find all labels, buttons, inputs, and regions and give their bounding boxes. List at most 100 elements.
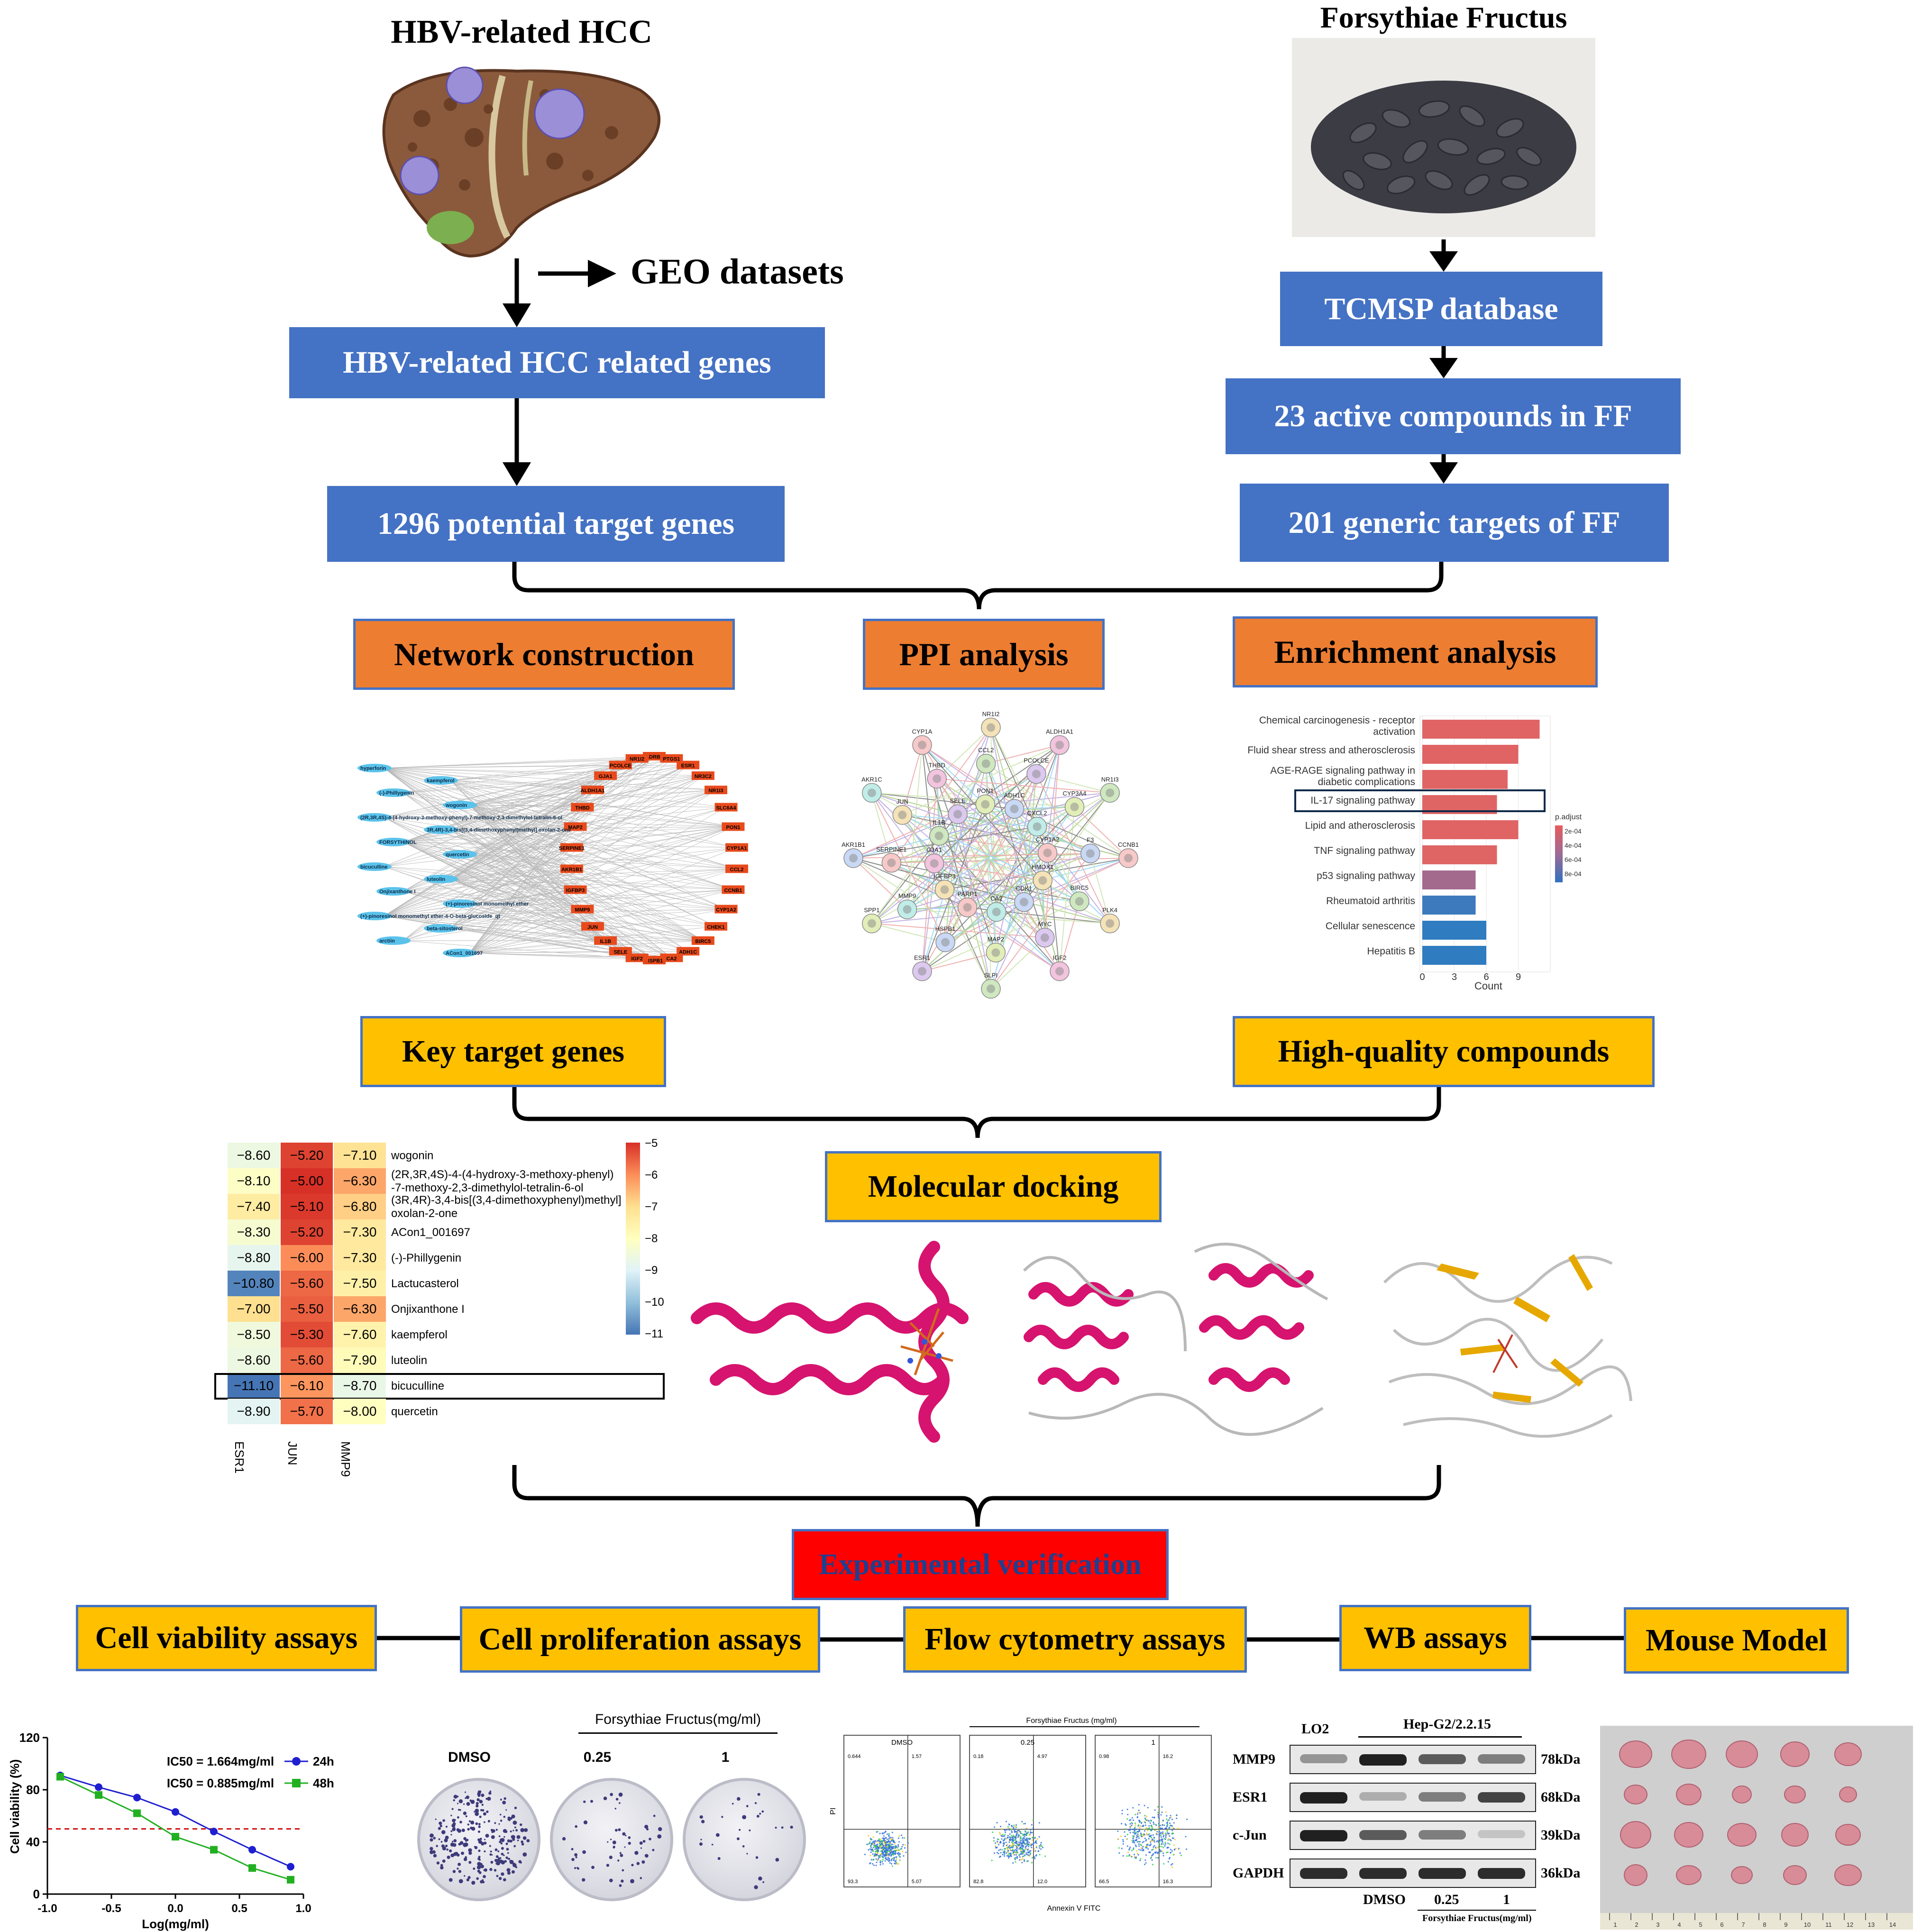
flow-event — [1145, 1824, 1146, 1826]
flow-event — [1137, 1841, 1138, 1842]
colony-dot — [454, 1819, 456, 1821]
colony-dot — [433, 1850, 435, 1852]
colony-dot — [619, 1793, 623, 1797]
flow-event — [1039, 1847, 1040, 1849]
flow-event — [1026, 1841, 1028, 1843]
compound-node-label: 3R,4R)-3,4-bis[(3,4-dimethoxyphenyl)meth… — [427, 827, 571, 833]
heatmap-cell: −7.10 — [334, 1143, 386, 1168]
flow-event — [874, 1849, 876, 1850]
flow-event — [1009, 1839, 1010, 1840]
flow-event — [1019, 1854, 1020, 1856]
tumor — [1726, 1741, 1757, 1767]
colony-dot — [450, 1830, 452, 1832]
active-compounds-label: 23 active compounds in FF — [1274, 398, 1632, 434]
flow-event — [898, 1855, 900, 1857]
wb-protein-label: c-Jun — [1233, 1827, 1267, 1843]
colony-dot — [468, 1861, 471, 1864]
flow-event — [880, 1862, 881, 1863]
colony-dot — [465, 1840, 467, 1842]
flow-event — [1151, 1826, 1153, 1828]
docking-structure-mmp9 — [1375, 1226, 1640, 1444]
key-target-genes-label: Key target genes — [402, 1034, 624, 1070]
colony-dot — [459, 1821, 462, 1823]
wb-lane-dmso: DMSO — [1363, 1892, 1406, 1908]
colony-dot — [514, 1826, 516, 1828]
ppi-node-label: MMP9 — [898, 892, 916, 899]
heatmap-row-label: (-)-Phillygenin — [391, 1252, 461, 1265]
ruler-tick-label: 4 — [1677, 1921, 1681, 1928]
flow-event — [1147, 1807, 1149, 1808]
flow-event — [1138, 1804, 1140, 1805]
flow-event — [1168, 1829, 1170, 1830]
enrichment-highlight-box — [1294, 789, 1546, 812]
heatmap-cell: −5.60 — [281, 1271, 333, 1296]
flow-event — [1142, 1834, 1143, 1835]
wb-protein-label: GAPDH — [1233, 1865, 1284, 1881]
flow-event — [1138, 1843, 1140, 1845]
heatmap-cell: −8.80 — [228, 1245, 280, 1271]
flow-event — [1029, 1838, 1031, 1840]
flow-event — [1016, 1852, 1017, 1853]
tumor — [1624, 1865, 1647, 1886]
viability-point-48h — [172, 1833, 179, 1840]
flow-event — [1034, 1842, 1035, 1843]
colony-dot — [507, 1852, 509, 1854]
heatmap-column-label: MMP9 — [338, 1441, 353, 1477]
viability-point-24h — [172, 1808, 179, 1816]
flow-event — [872, 1853, 873, 1855]
colony-dot — [634, 1851, 638, 1855]
flow-event — [1022, 1839, 1023, 1840]
colony-header: Forsythiae Fructus(mg/ml) — [578, 1712, 778, 1728]
colony-dot — [479, 1800, 483, 1804]
wb-band-strip — [1290, 1745, 1536, 1774]
colony-label-1: 1 — [664, 1749, 787, 1766]
ppi-node-structure — [930, 859, 939, 868]
heatmap-cell: −5.20 — [281, 1219, 333, 1245]
flow-event — [873, 1836, 874, 1838]
flow-event — [1036, 1854, 1037, 1856]
colony-dot — [742, 1815, 746, 1819]
flow-event — [1133, 1849, 1134, 1850]
colony-dot — [504, 1860, 506, 1862]
flow-event — [1158, 1816, 1159, 1818]
flow-event — [1173, 1844, 1175, 1846]
ruler-tick-label: 7 — [1741, 1921, 1745, 1928]
flow-event — [1159, 1841, 1160, 1842]
heatmap-highlight-box — [214, 1373, 665, 1400]
wb-treatment-label: Forsythiae Fructus(mg/ml) — [1422, 1913, 1532, 1924]
colony-dot — [483, 1869, 485, 1871]
flow-event — [1140, 1858, 1141, 1859]
colony-dot — [471, 1881, 475, 1885]
flow-event — [1025, 1846, 1027, 1847]
flow-event — [884, 1848, 885, 1849]
flow-event — [1007, 1849, 1008, 1850]
enrichment-category-label: p53 signaling pathway — [1317, 870, 1415, 882]
colony-dot — [452, 1841, 453, 1842]
colony-dot — [613, 1840, 616, 1844]
target-node-label: SERPINE1 — [559, 846, 585, 852]
flow-event — [885, 1857, 887, 1859]
flow-event — [874, 1843, 875, 1844]
wb-cell-line-label: Hep-G2/2.2.15 — [1403, 1716, 1491, 1732]
colony-dot — [761, 1811, 764, 1813]
colony-dot — [439, 1838, 440, 1840]
flow-event — [882, 1859, 884, 1860]
flow-event — [1145, 1862, 1147, 1864]
flow-event — [1018, 1830, 1019, 1831]
flow-event — [1007, 1837, 1008, 1839]
flow-event — [1126, 1824, 1127, 1826]
colony-dot — [453, 1839, 457, 1842]
flow-event — [1141, 1845, 1142, 1846]
colony-dot — [503, 1854, 504, 1856]
flow-event — [1000, 1852, 1001, 1853]
flow-event — [1132, 1829, 1133, 1830]
flow-event — [1132, 1807, 1134, 1808]
colony-dot — [499, 1877, 502, 1880]
colony-dot — [462, 1829, 465, 1832]
flow-event — [1125, 1836, 1126, 1837]
colony-dot — [622, 1832, 625, 1836]
flow-event — [1016, 1834, 1017, 1835]
flow-event — [1012, 1839, 1013, 1840]
